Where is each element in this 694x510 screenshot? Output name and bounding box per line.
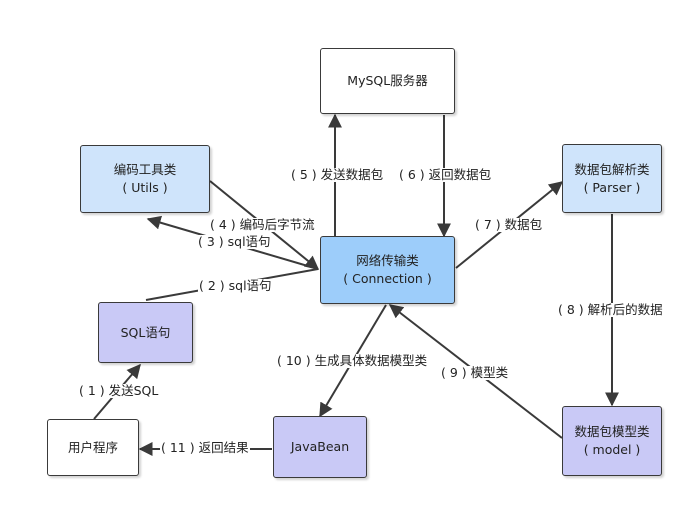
edge-7-label: ( 7 ) 数据包 <box>474 217 544 232</box>
javabean-label: JavaBean <box>290 439 350 454</box>
edge-6-label: ( 6 ) 返回数据包 <box>398 167 493 182</box>
javabean-node: JavaBean <box>273 416 367 478</box>
model-label: 数据包模型类 <box>574 424 650 439</box>
user-program-node: 用户程序 <box>47 419 139 476</box>
mysql-server-node: MySQL服务器 <box>320 48 455 114</box>
model-sublabel: ( model ) <box>583 442 641 457</box>
edge-11-label: ( 11 ) 返回结果 <box>160 440 250 455</box>
sql-statement-node: SQL语句 <box>98 302 193 363</box>
sql-statement-label: SQL语句 <box>120 324 171 340</box>
utils-label: 编码工具类 <box>113 162 177 177</box>
parser-label: 数据包解析类 <box>574 161 650 177</box>
edge-2-label: ( 2 ) sql语句 <box>198 278 273 293</box>
utils-node: 编码工具类 ( Utils ) <box>80 145 210 213</box>
edge-3-label: ( 3 ) sql语句 <box>197 234 272 249</box>
connection-node: 网络传输类 ( Connection ) <box>320 236 455 304</box>
user-program-label: 用户程序 <box>67 439 118 455</box>
edge-9-label: ( 9 ) 模型类 <box>440 365 510 380</box>
edge-10-label: ( 10 ) 生成具体数据模型类 <box>276 353 429 368</box>
connection-label: 网络传输类 <box>356 253 419 268</box>
mysql-server-label: MySQL服务器 <box>347 73 428 88</box>
utils-sublabel: ( Utils ) <box>122 180 168 195</box>
edge-5-label: ( 5 ) 发送数据包 <box>290 167 385 182</box>
connection-sublabel: ( Connection ) <box>343 271 432 286</box>
model-node: 数据包模型类 ( model ) <box>562 406 662 476</box>
parser-sublabel: ( Parser ) <box>583 179 641 195</box>
edge-1-label: ( 1 ) 发送SQL <box>78 383 160 398</box>
edge-4-label: ( 4 ) 编码后字节流 <box>209 217 316 232</box>
parser-node: 数据包解析类 ( Parser ) <box>562 144 662 213</box>
edge-8-label: ( 8 ) 解析后的数据 <box>557 302 664 317</box>
